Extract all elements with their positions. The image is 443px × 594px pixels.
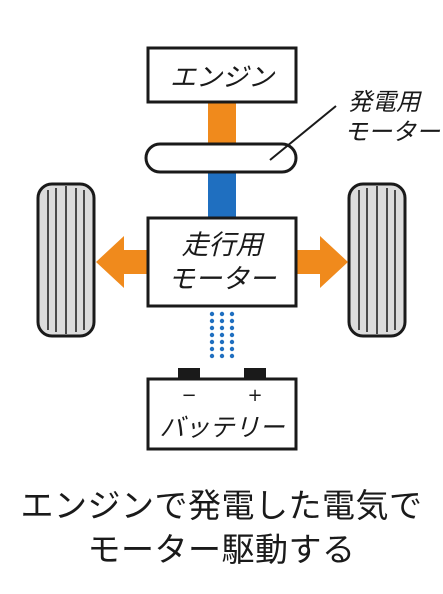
electric-dot bbox=[219, 325, 225, 331]
battery-box bbox=[146, 377, 298, 451]
electric-dot bbox=[229, 332, 235, 338]
battery-terminal-plus bbox=[244, 368, 266, 380]
electric-dot bbox=[209, 318, 215, 324]
electric-dot bbox=[209, 339, 215, 345]
left-tire bbox=[36, 182, 96, 338]
electric-dot bbox=[219, 339, 225, 345]
generator-label-line2: モーター bbox=[344, 118, 441, 146]
drive-motor-label-line1: 走行用 bbox=[182, 230, 266, 261]
electric-dot bbox=[219, 353, 225, 359]
electric-dot bbox=[209, 325, 215, 331]
hybrid-drive-diagram: エンジン 発電用 モーター 走行用 モーター − + バッテリー bbox=[36, 46, 441, 451]
electric-dot bbox=[219, 346, 225, 352]
electric-dot bbox=[219, 332, 225, 338]
electric-dot bbox=[209, 332, 215, 338]
caption-line1: エンジンで発電した電気で bbox=[20, 486, 423, 525]
generator-leader-line bbox=[269, 105, 337, 161]
electric-dot bbox=[219, 311, 225, 317]
drive-motor-label-line2: モーター bbox=[168, 264, 277, 295]
engine-box bbox=[146, 46, 298, 104]
caption-line2: モーター駆動する bbox=[87, 530, 356, 569]
electric-dot bbox=[229, 353, 235, 359]
battery-terminal-minus bbox=[178, 368, 200, 380]
electric-dot bbox=[209, 311, 215, 317]
electric-dot bbox=[219, 318, 225, 324]
electric-shaft bbox=[208, 172, 236, 218]
right-drive-arrow bbox=[296, 236, 348, 288]
electric-dot bbox=[209, 353, 215, 359]
battery-plus-sign: + bbox=[247, 385, 262, 406]
electric-dot bbox=[229, 346, 235, 352]
engine-shaft bbox=[208, 102, 236, 144]
battery-label: バッテリー bbox=[159, 413, 285, 442]
drive-motor-box bbox=[146, 216, 298, 308]
right-tire bbox=[347, 182, 407, 338]
electric-connection-dots bbox=[209, 311, 235, 359]
electric-dot bbox=[229, 311, 235, 317]
generator-motor bbox=[144, 142, 298, 174]
electric-dot bbox=[229, 339, 235, 345]
electric-dot bbox=[209, 346, 215, 352]
engine-label: エンジン bbox=[170, 63, 276, 93]
generator-label-line1: 発電用 bbox=[348, 88, 422, 116]
electric-dot bbox=[229, 318, 235, 324]
battery-minus-sign: − bbox=[181, 385, 196, 406]
left-drive-arrow bbox=[96, 236, 148, 288]
electric-dot bbox=[229, 325, 235, 331]
